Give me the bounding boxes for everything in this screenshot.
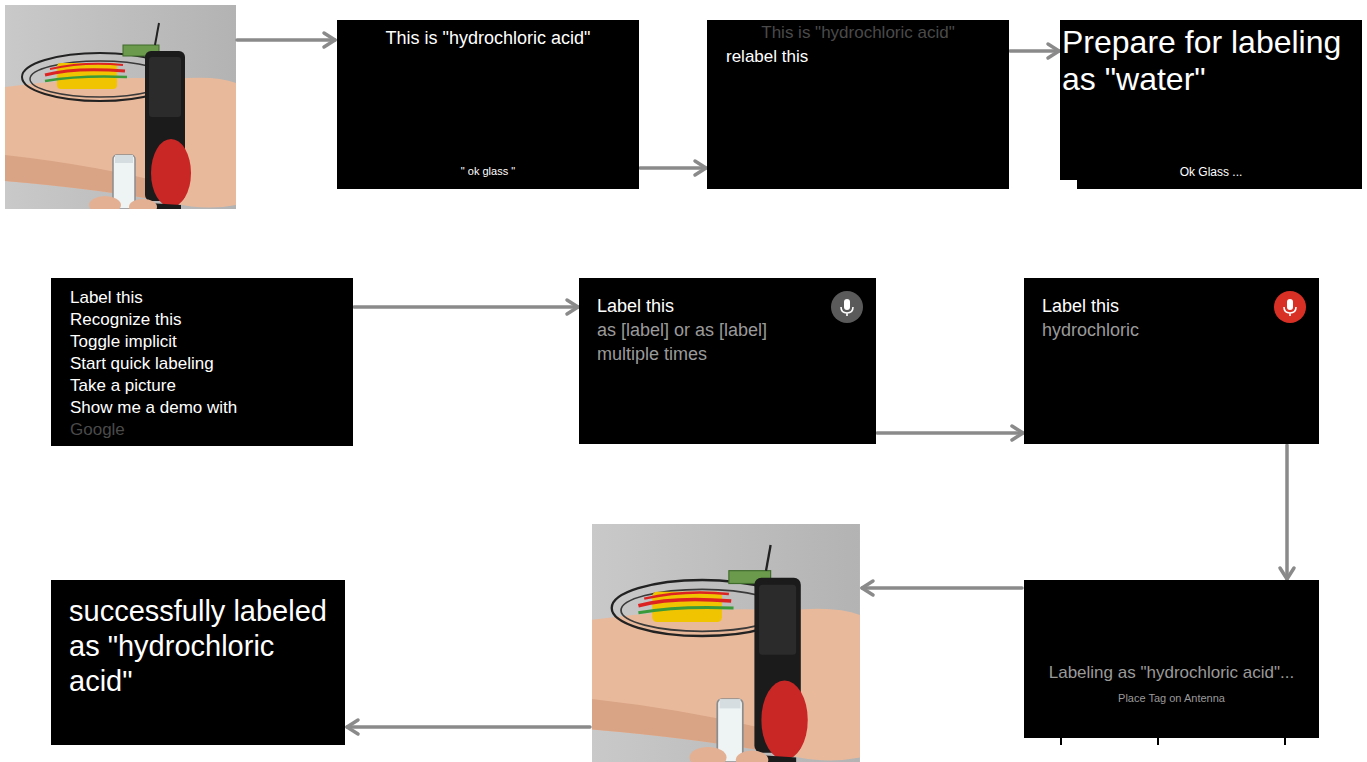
mic-glyph	[1284, 307, 1296, 316]
arrow-head	[567, 300, 578, 314]
arrow-head	[1012, 426, 1023, 440]
arrow-head	[862, 581, 873, 595]
progress-bar	[1024, 738, 1319, 745]
glass-screen: This is "hydrochloric acid" " ok glass "	[337, 20, 639, 189]
screen-text: Label this	[70, 287, 347, 309]
mic-glyph	[841, 307, 853, 316]
screen-text: Take a picture	[70, 375, 347, 397]
arrow-head	[324, 33, 335, 47]
mic-glyph	[1287, 299, 1293, 310]
mic-circle	[831, 291, 863, 323]
mic-icon	[1273, 290, 1307, 324]
glass-screen: Label thisas [label] or as [label] multi…	[579, 278, 876, 444]
screen-text: Recognize this	[70, 309, 347, 331]
connector-line	[877, 431, 1023, 435]
text-block: Ok Glass ...	[1060, 165, 1362, 179]
screen-text: Ok Glass ...	[1060, 165, 1362, 179]
screen-text: Google	[70, 419, 347, 441]
screen-text: relabel this	[726, 47, 1001, 67]
arrow-head	[347, 720, 358, 734]
arrow-head	[1280, 568, 1294, 579]
glass-screen: Label thishydrochloric	[1024, 278, 1319, 444]
connector-line	[640, 166, 706, 170]
screen-text: Place Tag on Antenna	[1030, 692, 1313, 705]
glass-screen: Prepare for labeling as "water" Ok Glass …	[1060, 20, 1362, 189]
screen-text: Label this	[1042, 294, 1265, 318]
mic-circle	[1274, 291, 1306, 323]
text-block: This is "hydrochloric acid"	[341, 28, 635, 50]
screen-text: hydrochloric	[1042, 318, 1265, 342]
text-block: Label thisRecognize thisToggle implicitS…	[70, 287, 347, 441]
text-block: This is "hydrochloric acid"	[711, 23, 1005, 43]
text-block: Labeling as "hydrochloric acid"... Place …	[1030, 663, 1313, 705]
wrist-photo	[5, 5, 236, 215]
mic-glyph	[844, 299, 850, 310]
screen-text: Show me a demo with	[70, 397, 347, 419]
wrist-photo	[592, 524, 860, 762]
text-block: successfully labeled as "hydrochloric ac…	[69, 594, 337, 698]
arrow-head	[1048, 44, 1059, 58]
screen-text: Toggle implicit	[70, 331, 347, 353]
glass-screen: Labeling as "hydrochloric acid"... Place …	[1024, 580, 1319, 745]
screen-text: Labeling as "hydrochloric acid"...	[1030, 663, 1313, 683]
progress-bar	[1060, 180, 1077, 189]
text-block: " ok glass "	[337, 165, 639, 178]
flow-connector	[640, 161, 706, 175]
screen-text: This is "hydrochloric acid"	[711, 23, 1005, 43]
text-block: Label thisas [label] or as [label] multi…	[597, 294, 822, 366]
mic-icon	[830, 290, 864, 324]
screen-text: Start quick labeling	[70, 353, 347, 375]
flow-arrow	[347, 725, 590, 729]
screen-text: Prepare for labeling as "water"	[1062, 24, 1358, 98]
glass-screen: successfully labeled as "hydrochloric ac…	[51, 580, 345, 745]
flow-connector	[1010, 44, 1059, 58]
flow-arrow	[237, 38, 335, 42]
wrist-photo-image	[5, 5, 236, 215]
wrist-photo-image	[592, 524, 860, 762]
connector-line	[1010, 49, 1059, 53]
progress-divider	[1284, 738, 1286, 745]
flow-connector	[354, 300, 578, 314]
text-block: Label thishydrochloric	[1042, 294, 1265, 342]
connector-line	[1285, 445, 1289, 579]
flow-connector	[1280, 445, 1294, 579]
screen-text: " ok glass "	[337, 165, 639, 178]
progress-divider	[1060, 738, 1062, 745]
glass-screen: Label thisRecognize thisToggle implicitS…	[51, 278, 353, 446]
glass-screen: This is "hydrochloric acid" relabel this	[707, 20, 1009, 189]
text-block: relabel this	[726, 47, 1001, 67]
progress-divider	[1157, 738, 1159, 745]
flow-arrow	[862, 586, 1022, 590]
flow-connector	[877, 426, 1023, 440]
screen-text: Label this	[597, 294, 822, 318]
screen-text: as [label] or as [label] multiple times	[597, 318, 822, 366]
screen-text: This is "hydrochloric acid"	[341, 28, 635, 50]
connector-line	[354, 305, 578, 309]
arrow-head	[695, 161, 706, 175]
text-block: Prepare for labeling as "water"	[1062, 24, 1358, 98]
screen-text: successfully labeled as "hydrochloric ac…	[69, 594, 337, 698]
